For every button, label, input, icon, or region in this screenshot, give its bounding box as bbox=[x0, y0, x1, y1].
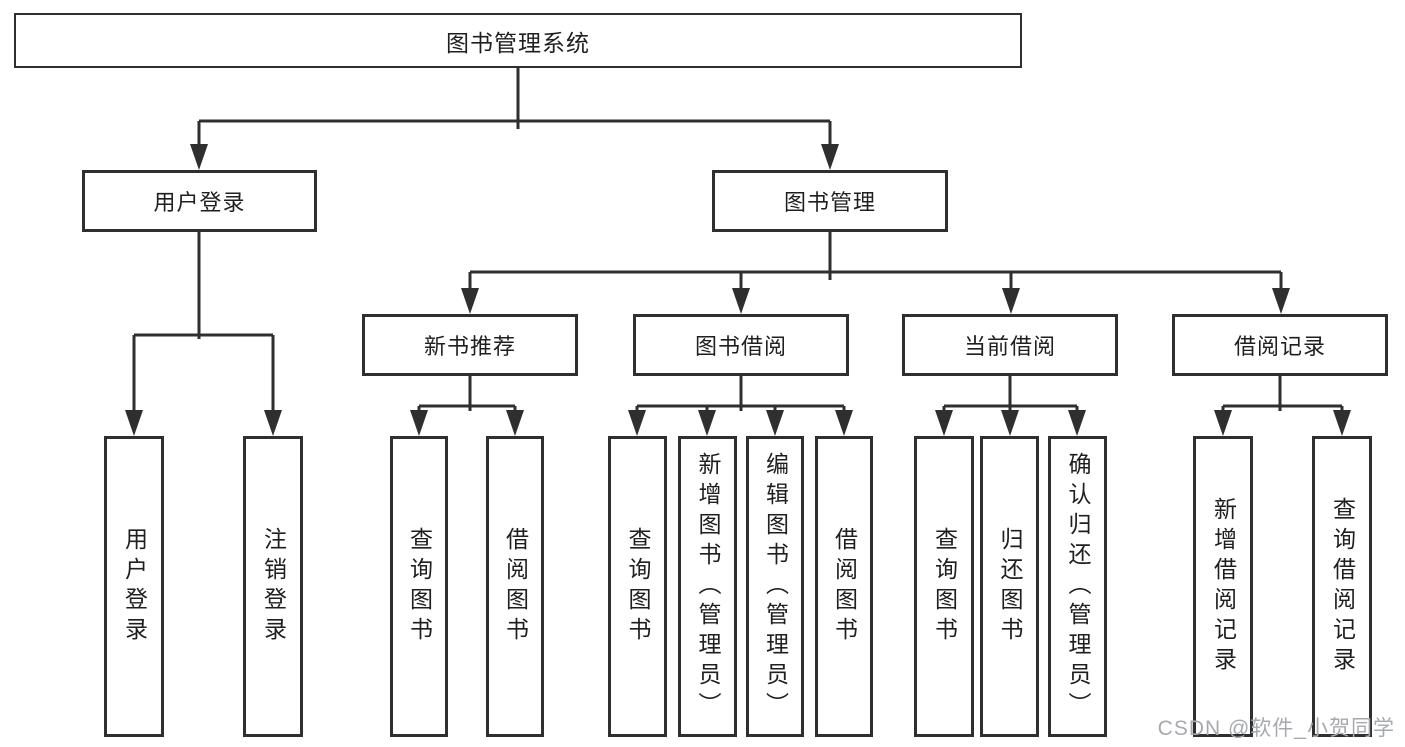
leaf-newrec-borrow-books: 借阅图书 bbox=[486, 436, 544, 737]
leaf-current-query-books: 查询图书 bbox=[914, 436, 974, 737]
node-current-borrow: 当前借阅 bbox=[902, 314, 1118, 376]
leaf-borrow-query-books: 查询图书 bbox=[608, 436, 667, 737]
leaf-newrec-query-books: 查询图书 bbox=[390, 436, 448, 737]
leaf-user-login: 用户登录 bbox=[104, 436, 164, 737]
node-book-borrow: 图书借阅 bbox=[633, 314, 849, 376]
leaf-logout: 注销登录 bbox=[243, 436, 303, 737]
node-library-management-system: 图书管理系统 bbox=[14, 13, 1022, 68]
leaf-logout-label: 注销登录 bbox=[260, 526, 287, 647]
leaf-borrow-borrow-books-label: 借阅图书 bbox=[831, 526, 858, 647]
leaf-borrow-query-books-label: 查询图书 bbox=[625, 526, 651, 647]
csdn-watermark: CSDN @软件_小贺同学 bbox=[1157, 717, 1395, 740]
leaf-records-add-record-label: 新增借阅记录 bbox=[1210, 496, 1237, 677]
node-book-management: 图书管理 bbox=[712, 170, 948, 232]
leaf-newrec-query-books-label: 查询图书 bbox=[406, 526, 433, 647]
arrowheads bbox=[125, 144, 1351, 436]
leaf-current-confirm-return-admin: 确认归还（管理员） bbox=[1048, 436, 1107, 737]
leaf-user-login-label: 用户登录 bbox=[121, 526, 148, 647]
leaf-current-query-books-label: 查询图书 bbox=[931, 526, 958, 647]
leaf-borrow-add-books-admin: 新增图书（管理员） bbox=[678, 436, 737, 737]
node-new-book-recommend: 新书推荐 bbox=[362, 314, 578, 376]
leaf-borrow-borrow-books: 借阅图书 bbox=[815, 436, 873, 737]
leaf-current-confirm-return-admin-label: 确认归还（管理员） bbox=[1065, 451, 1091, 722]
node-user-login: 用户登录 bbox=[82, 170, 317, 232]
leaf-newrec-borrow-books-label: 借阅图书 bbox=[502, 526, 529, 647]
leaf-current-return-books-label: 归还图书 bbox=[997, 526, 1023, 647]
leaf-records-query-record: 查询借阅记录 bbox=[1312, 436, 1372, 737]
leaf-records-add-record: 新增借阅记录 bbox=[1193, 436, 1253, 737]
leaf-borrow-edit-books-admin: 编辑图书（管理员） bbox=[746, 436, 804, 737]
leaf-records-query-record-label: 查询借阅记录 bbox=[1329, 496, 1356, 677]
leaf-borrow-edit-books-admin-label: 编辑图书（管理员） bbox=[762, 451, 789, 722]
leaf-current-return-books: 归还图书 bbox=[980, 436, 1039, 737]
leaf-borrow-add-books-admin-label: 新增图书（管理员） bbox=[695, 451, 721, 722]
node-borrow-records: 借阅记录 bbox=[1172, 314, 1388, 376]
